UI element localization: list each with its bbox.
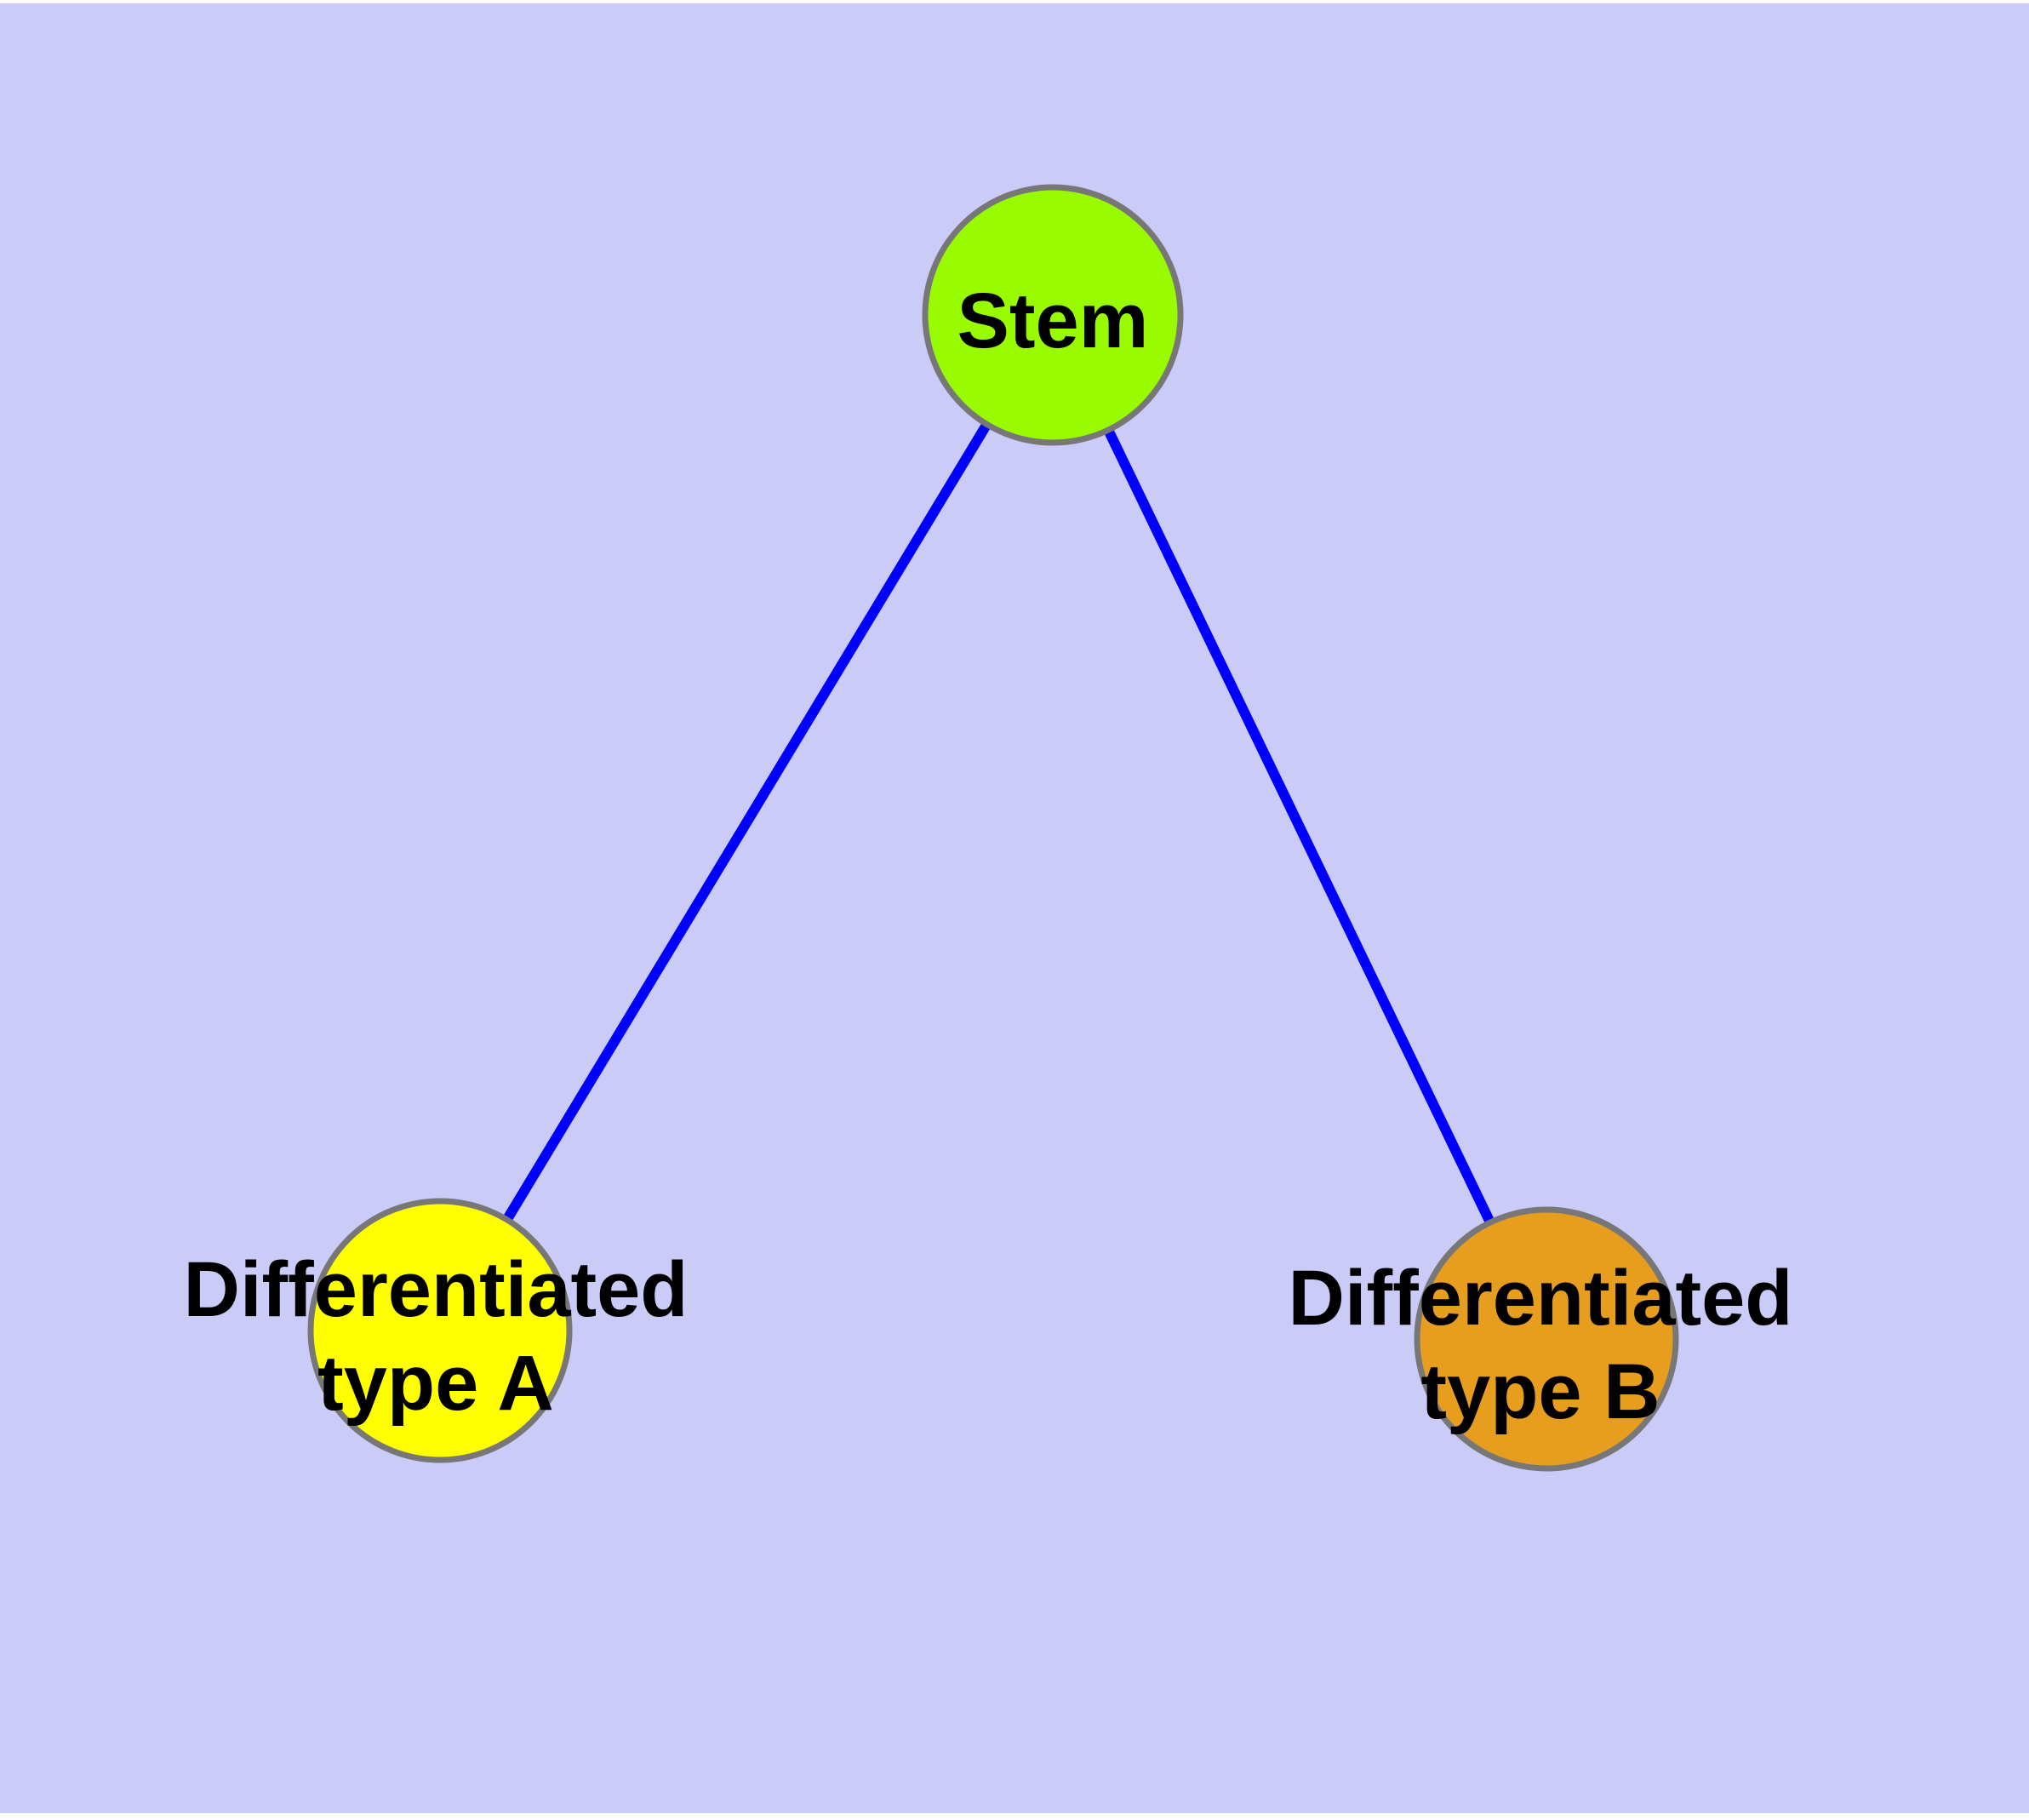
node-label-type-a-line2: type A (317, 1340, 554, 1427)
node-differentiated-type-b (1414, 1206, 1679, 1472)
node-stem (922, 184, 1184, 446)
edge-stem-to-type-b (1048, 312, 1552, 1342)
edge-stem-to-type-a (435, 312, 1058, 1334)
node-label-type-b-line2: type B (1420, 1348, 1660, 1435)
node-differentiated-type-a (307, 1198, 573, 1463)
node-label-type-a-line1: Differentiated (184, 1246, 689, 1333)
node-label-type-b-line1: Differentiated (1289, 1255, 1793, 1342)
node-label-stem: Stem (957, 278, 1149, 364)
